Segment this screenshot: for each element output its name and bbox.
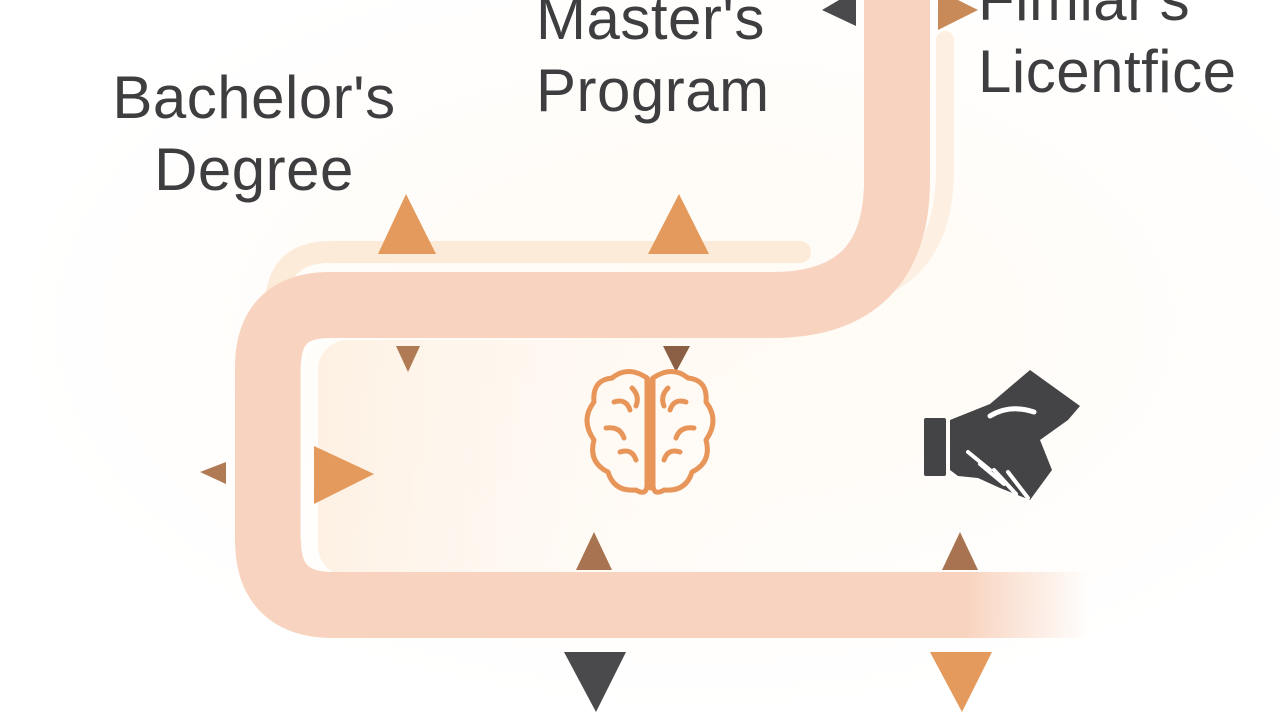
pathway-road <box>235 0 1090 638</box>
arrow-up-small-right <box>942 532 978 570</box>
label-bachelors-degree: Bachelor's Degree <box>104 62 404 206</box>
label-familiars-line2: Licentfice <box>978 38 1237 105</box>
loop-glow-panel <box>318 340 878 576</box>
arrow-up-master <box>648 194 709 254</box>
arrow-down-small-left <box>396 346 420 372</box>
label-bachelors-line1: Bachelor's <box>112 64 396 131</box>
arrow-up-small-left <box>576 532 612 570</box>
arrow-down-dark <box>564 652 626 712</box>
label-masters-program: Master's Program <box>536 0 796 127</box>
arrow-left-top <box>822 0 856 26</box>
arrow-down-small-mid <box>663 346 690 372</box>
label-familiars-line1: Fimiar's <box>978 0 1278 36</box>
label-bachelors-line2: Degree <box>154 136 354 203</box>
arrow-left-small <box>200 462 226 484</box>
arrow-down-orange <box>930 652 992 712</box>
label-familiars-licentfice: Fimiar's Licentfice <box>978 0 1278 108</box>
brain-icon <box>584 369 716 495</box>
arrow-right-top <box>938 0 978 30</box>
label-masters-line1: Master's <box>536 0 765 52</box>
arrow-right-large <box>314 446 374 504</box>
road-inner-edge <box>300 338 333 540</box>
arrow-up-bachelor <box>378 194 436 254</box>
label-masters-line2: Program <box>536 57 770 124</box>
handshake-icon <box>924 370 1080 500</box>
